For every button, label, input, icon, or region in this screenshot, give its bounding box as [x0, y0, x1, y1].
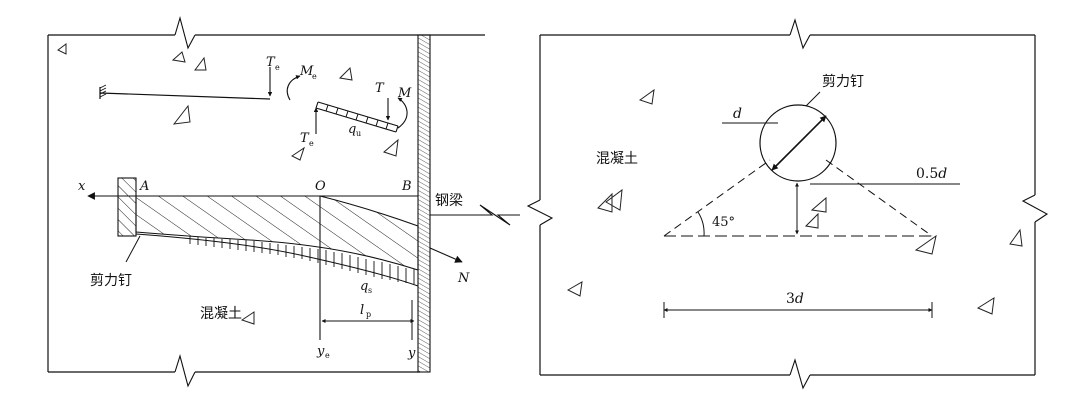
label-Me: M — [299, 64, 314, 79]
diameter-arrow — [771, 115, 827, 171]
break-mark-right-right — [1021, 194, 1049, 223]
label-lp: l — [360, 303, 364, 318]
right-diagram: d 剪力钉 混凝土 45° 0.5d 3d — [526, 18, 1049, 390]
label-Te-bottom-sub: e — [309, 139, 314, 148]
cone-line-right — [825, 159, 933, 237]
aggregate-triangles-left — [57, 43, 399, 325]
label-Te-top: T — [266, 55, 276, 70]
label-T: T — [375, 81, 385, 96]
break-mark-bottom — [174, 354, 196, 388]
break-mark-left-right — [526, 199, 554, 226]
break-mark-bottom-right — [789, 358, 811, 390]
label-shear-stud-left: 剪力钉 — [90, 273, 132, 289]
aggregate-triangles-right — [566, 88, 1023, 315]
angle-arc — [697, 211, 705, 237]
label-angle: 45° — [712, 215, 735, 230]
label-qu-sub: u — [356, 129, 361, 138]
leader-shear-stud — [125, 235, 141, 263]
break-mark-top-right — [789, 18, 811, 50]
label-steel-beam: 钢梁 — [435, 193, 463, 209]
force-arrow-N — [429, 247, 463, 263]
leader-shear-stud-right — [805, 91, 821, 107]
label-qs: q — [360, 279, 368, 294]
label-y: y — [407, 346, 416, 361]
label-M: M — [397, 86, 412, 101]
label-N: N — [457, 271, 470, 286]
pressure-arrows-qs — [189, 236, 415, 284]
label-qu: q — [348, 122, 356, 137]
stud-shank-deformed — [135, 195, 419, 271]
stud-head-plate — [117, 177, 137, 237]
label-O: O — [315, 179, 326, 194]
stud-element — [315, 101, 399, 133]
cone-line-left — [663, 159, 771, 237]
label-shear-stud-right: 剪力钉 — [822, 74, 864, 90]
label-qs-sub: s — [368, 286, 372, 295]
label-ye-sub: e — [325, 351, 330, 360]
label-A: A — [139, 179, 149, 194]
steel-beam-flange — [417, 34, 431, 373]
left-diagram: T e M e T M T e q u — [47, 15, 520, 388]
moment-arrow-M — [397, 97, 408, 129]
label-Te-top-sub: e — [275, 63, 280, 72]
break-mark-right — [430, 204, 520, 226]
fixed-support-icon — [99, 84, 271, 100]
label-half-d: 0.5d — [916, 166, 947, 182]
label-concrete-left: 混凝土 — [200, 306, 242, 322]
break-mark-top — [174, 15, 196, 50]
label-x: x — [78, 179, 86, 194]
label-concrete-right: 混凝土 — [596, 151, 638, 167]
moment-arrow-Me — [286, 75, 301, 101]
stud-cross-section — [759, 104, 837, 182]
label-Me-sub: e — [312, 72, 317, 81]
label-Te-bottom: T — [300, 131, 310, 146]
label-B: B — [401, 179, 412, 194]
label-lp-sub: p — [366, 310, 371, 319]
label-3d: 3d — [786, 291, 804, 307]
label-d: d — [733, 106, 742, 122]
label-ye: y — [316, 344, 325, 359]
